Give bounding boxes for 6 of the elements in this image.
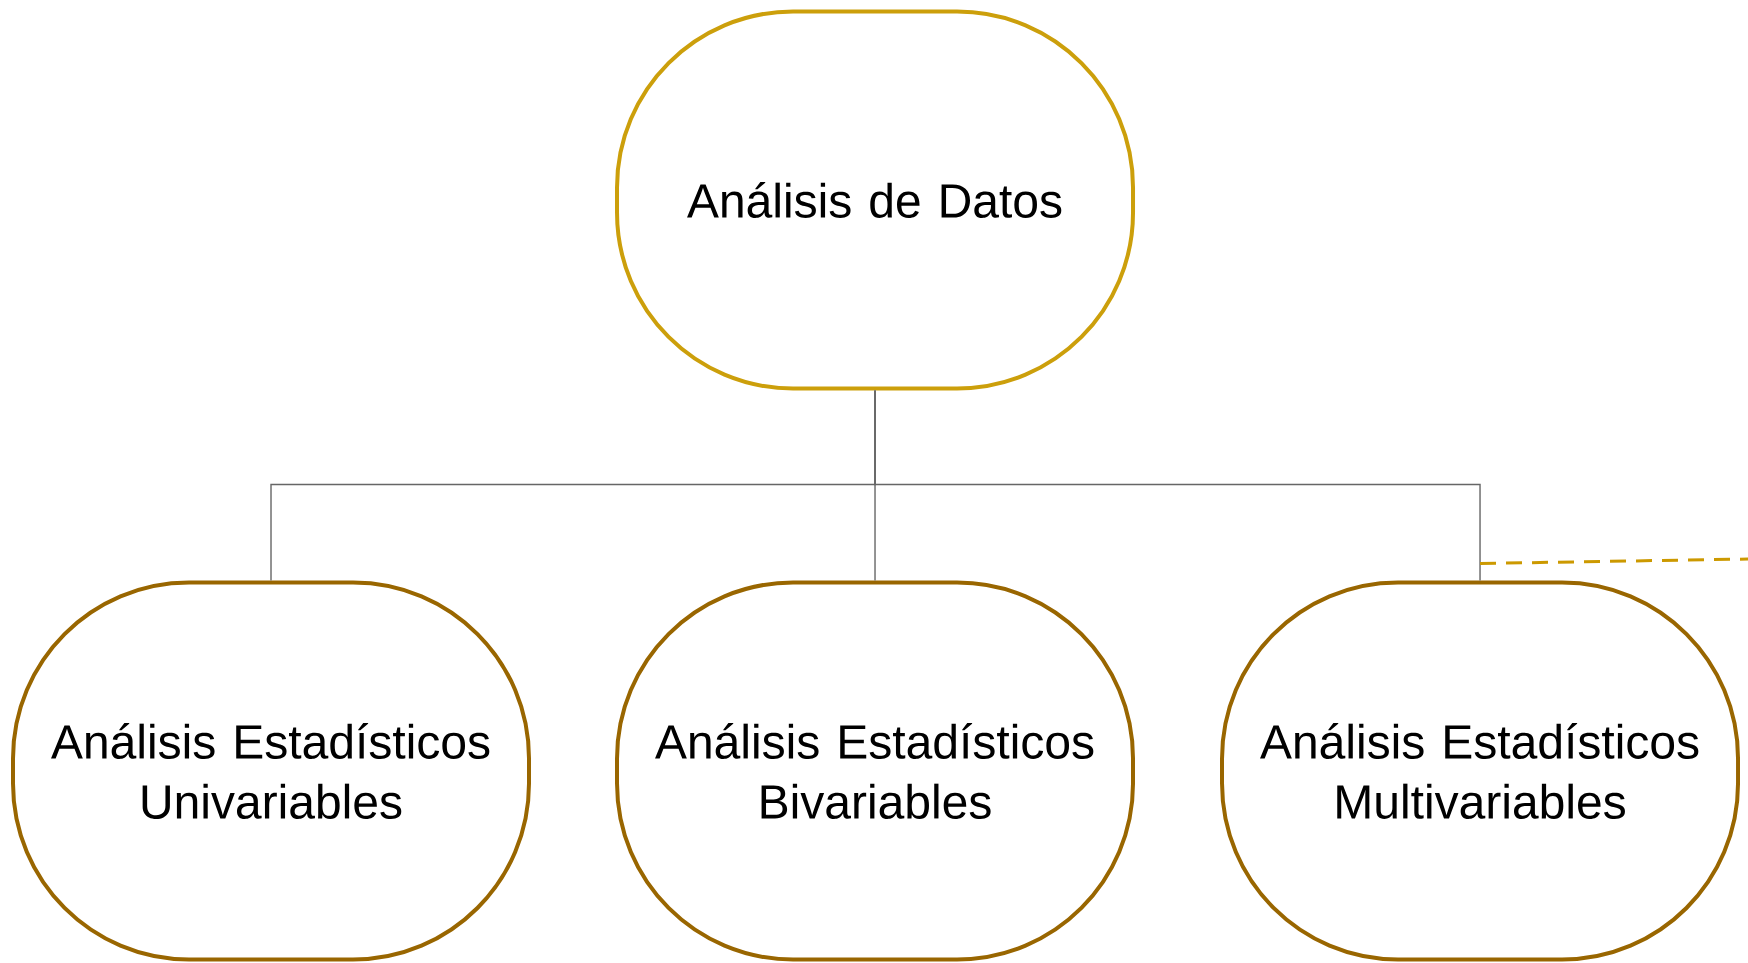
connector-line <box>1480 557 1748 565</box>
rounded-box: Análisis Estadísticos Bivariables <box>615 580 1135 962</box>
connector-line <box>874 389 1481 582</box>
rounded-box: Análisis de Datos <box>615 9 1135 391</box>
rounded-box: Análisis Estadísticos Univariables <box>11 580 531 962</box>
rounded-box: Análisis Estadísticos Multivariables <box>1220 580 1741 962</box>
